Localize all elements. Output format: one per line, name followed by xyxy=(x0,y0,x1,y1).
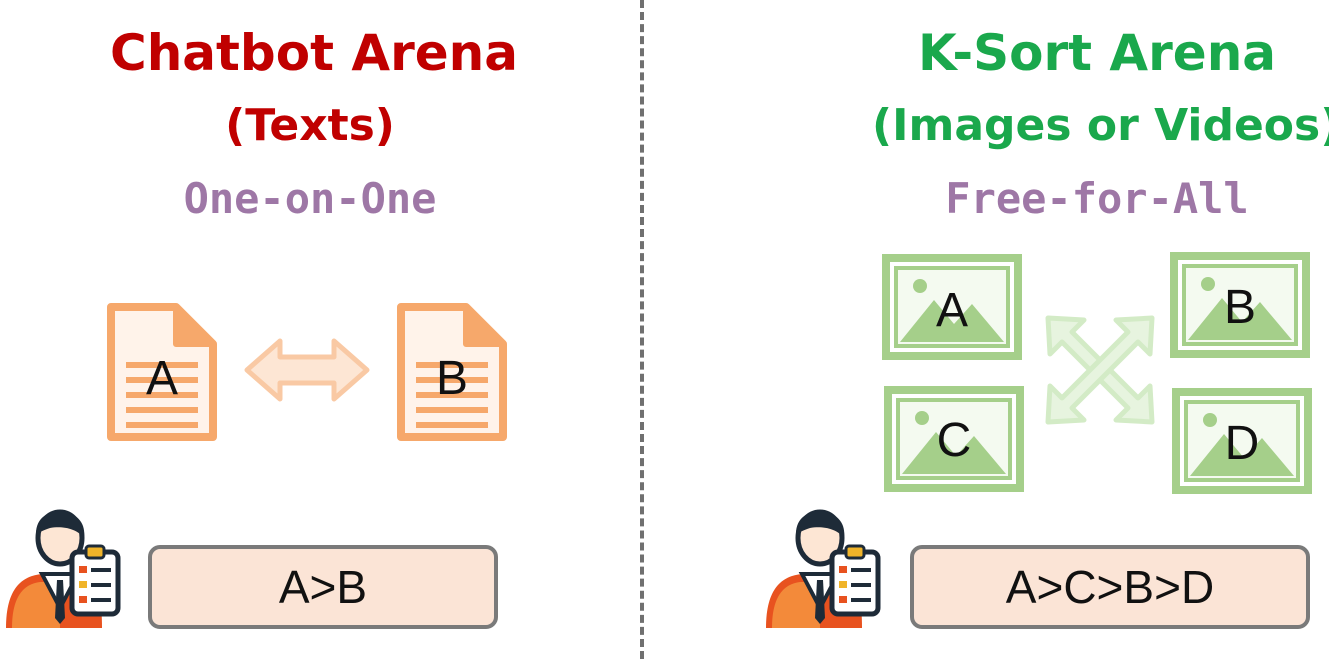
left-subtitle: (Texts) xyxy=(225,100,395,151)
left-result-text: A>B xyxy=(278,561,368,613)
document-a-label: A xyxy=(145,352,178,405)
right-title: K-Sort Arena xyxy=(917,24,1277,82)
right-mode-label: Free-for-All xyxy=(945,174,1249,223)
judge-icon xyxy=(6,509,121,628)
document-a-icon xyxy=(107,303,217,441)
image-d-label: D xyxy=(1224,417,1260,470)
image-b-icon xyxy=(1170,252,1310,358)
double-arrow-icon xyxy=(244,338,370,402)
left-mode-label: One-on-One xyxy=(183,174,437,223)
right-result-box: A>C>B>D xyxy=(910,545,1310,629)
image-d-icon xyxy=(1172,388,1312,494)
right-result-text: A>C>B>D xyxy=(1005,561,1215,613)
image-a-label: A xyxy=(935,284,968,337)
image-c-icon xyxy=(884,386,1024,492)
left-title: Chatbot Arena xyxy=(110,24,518,82)
right-subtitle: (Images or Videos) xyxy=(872,100,1329,151)
panel-divider xyxy=(640,0,644,659)
image-b-label: B xyxy=(1223,281,1256,334)
document-b-icon xyxy=(397,303,507,441)
cross-arrow-icon xyxy=(1045,315,1155,425)
left-result-box: A>B xyxy=(148,545,498,629)
document-b-label: B xyxy=(435,352,468,405)
image-c-label: C xyxy=(936,414,972,467)
image-a-icon xyxy=(882,254,1022,360)
judge-icon xyxy=(766,509,881,628)
